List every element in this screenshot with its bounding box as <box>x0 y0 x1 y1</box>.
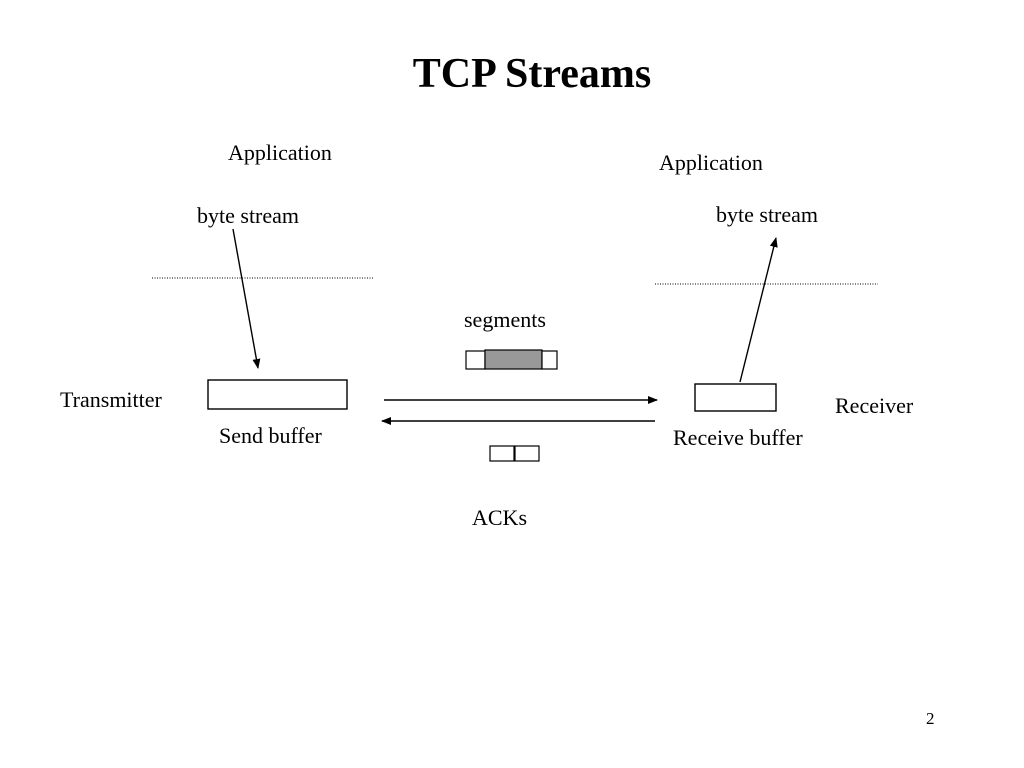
receive-buffer-box <box>694 383 777 412</box>
acks-label: ACKs <box>472 505 528 530</box>
receive-buffer-label: Receive buffer <box>673 425 803 450</box>
transmitter-label: Transmitter <box>60 387 162 412</box>
sender-application-label: Application <box>228 140 332 165</box>
acks-icon <box>489 445 540 462</box>
sender-byte-stream-label: byte stream <box>197 203 300 228</box>
segments-label: segments <box>464 307 546 332</box>
send-buffer-label: Send buffer <box>219 423 322 448</box>
segment-small-left <box>465 350 486 370</box>
receiver-byte-stream-arrow <box>739 237 778 383</box>
slide-title: TCP Streams <box>412 51 652 97</box>
receiver-byte-stream-label: byte stream <box>716 202 819 227</box>
ack-box-left <box>489 445 515 462</box>
page-number: 2 <box>926 709 935 728</box>
segment-small-right <box>541 350 558 370</box>
send-buffer-box <box>207 379 348 410</box>
receiver-label: Receiver <box>835 393 914 418</box>
sender-byte-stream-arrow <box>232 228 261 369</box>
segment-filled <box>484 349 543 370</box>
ack-box-right <box>514 445 540 462</box>
receiver-application-label: Application <box>659 150 763 175</box>
segments-icon <box>465 349 558 370</box>
